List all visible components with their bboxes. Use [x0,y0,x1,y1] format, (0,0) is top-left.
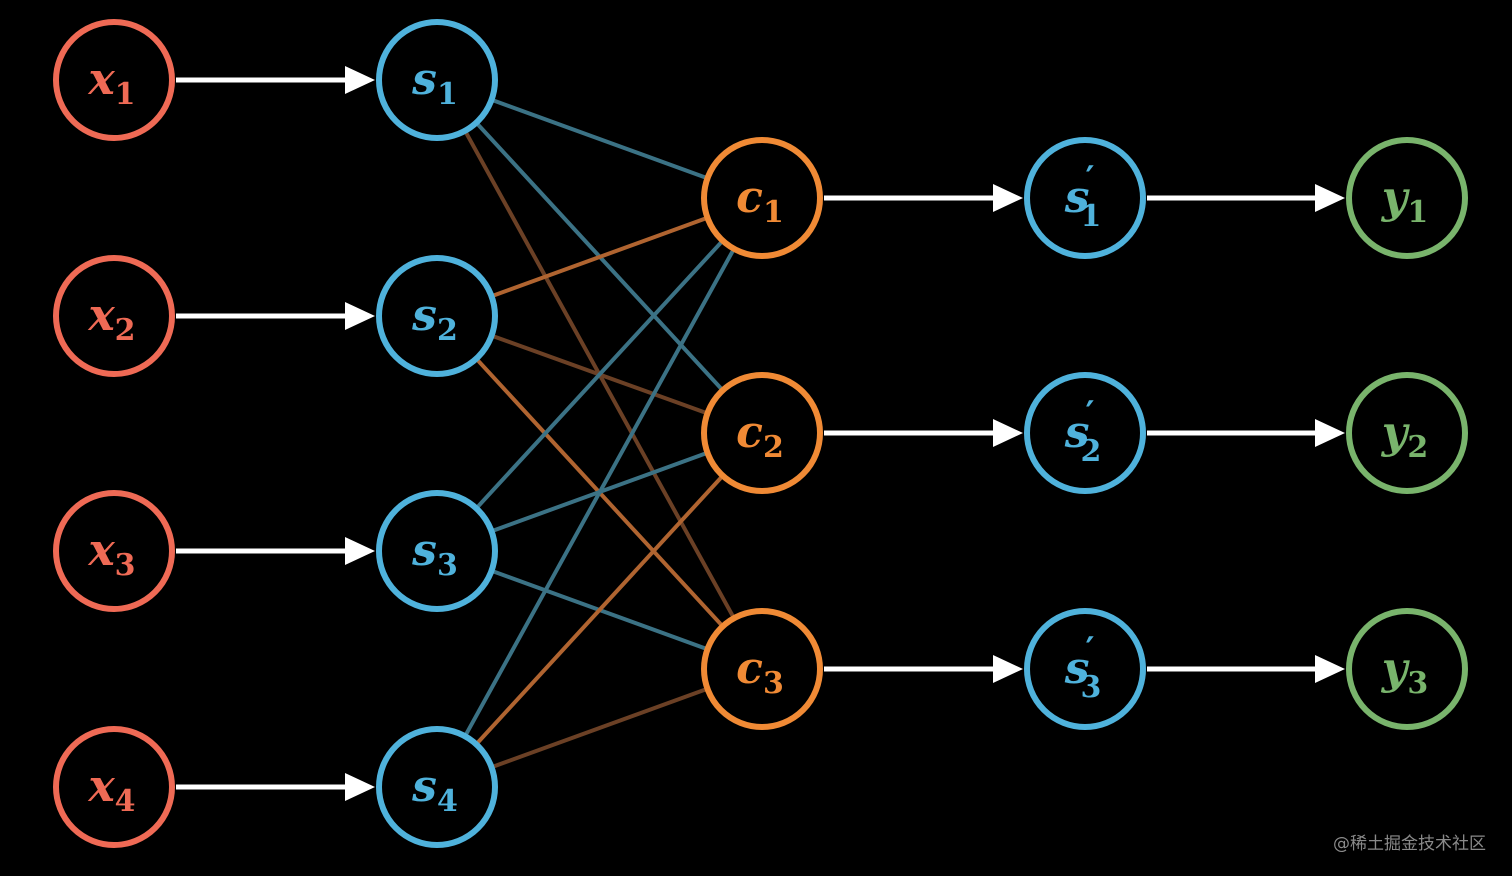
link-s4-c3 [489,686,710,770]
arrow-sp1-y1 [1147,184,1345,212]
node-label-x1: x1 [87,54,135,112]
node-s1: s1 [376,19,498,141]
node-sp3: s′3 [1024,608,1146,730]
link-s4-c2 [474,473,725,747]
arrow-x2-s2 [176,302,375,330]
node-label-x4: x4 [87,761,135,819]
node-x1: x1 [53,19,175,141]
node-y2: y2 [1346,372,1468,494]
arrow-x3-s3 [176,537,375,565]
link-s4-c1 [463,246,736,739]
node-y3: y3 [1346,608,1468,730]
node-label-s1: s1 [411,54,458,112]
nodes: x1 x2 x3 x4 s1 s2 s3 s4 c1 c2 c3 s′1 s′2 s′3 y1 y2 y3 [53,19,1468,848]
flow-arrows [176,66,1345,801]
node-c2: c2 [701,372,823,494]
node-label-s3: s3 [411,525,458,583]
arrow-x1-s1 [176,66,375,94]
node-c1: c1 [701,137,823,259]
node-label-x2: x2 [87,290,135,348]
arrow-sp2-y2 [1147,419,1345,447]
node-label-sp3: s′3 [1064,630,1102,705]
node-label-c2: c2 [736,407,784,465]
node-y1: y1 [1346,137,1468,259]
arrow-c3-sp3 [824,655,1023,683]
arrow-c2-sp2 [824,419,1023,447]
node-label-sp1: s′1 [1064,159,1102,234]
node-label-y3: y3 [1381,643,1428,701]
watermark: @稀土掘金技术社区 [1333,834,1486,854]
node-label-y1: y1 [1381,172,1428,230]
link-s1-c1 [489,97,710,181]
node-c3: c3 [701,608,823,730]
node-label-y2: y2 [1381,407,1428,465]
arrow-c1-sp1 [824,184,1023,212]
node-label-c3: c3 [736,643,784,701]
link-s3-c1 [474,238,725,511]
node-x3: x3 [53,490,175,612]
node-x2: x2 [53,255,175,377]
node-label-s4: s4 [411,761,458,819]
node-x4: x4 [53,726,175,848]
node-s2: s2 [376,255,498,377]
node-sp2: s′2 [1024,372,1146,494]
node-label-x3: x3 [87,525,135,583]
attention-links [463,97,736,770]
link-s2-c1 [489,215,710,299]
node-label-sp2: s′2 [1064,394,1102,469]
arrow-sp3-y3 [1147,655,1345,683]
node-label-c1: c1 [736,172,784,230]
arrow-x4-s4 [176,773,375,801]
node-s3: s3 [376,490,498,612]
node-label-s2: s2 [411,290,458,348]
node-s4: s4 [376,726,498,848]
node-sp1: s′1 [1024,137,1146,259]
